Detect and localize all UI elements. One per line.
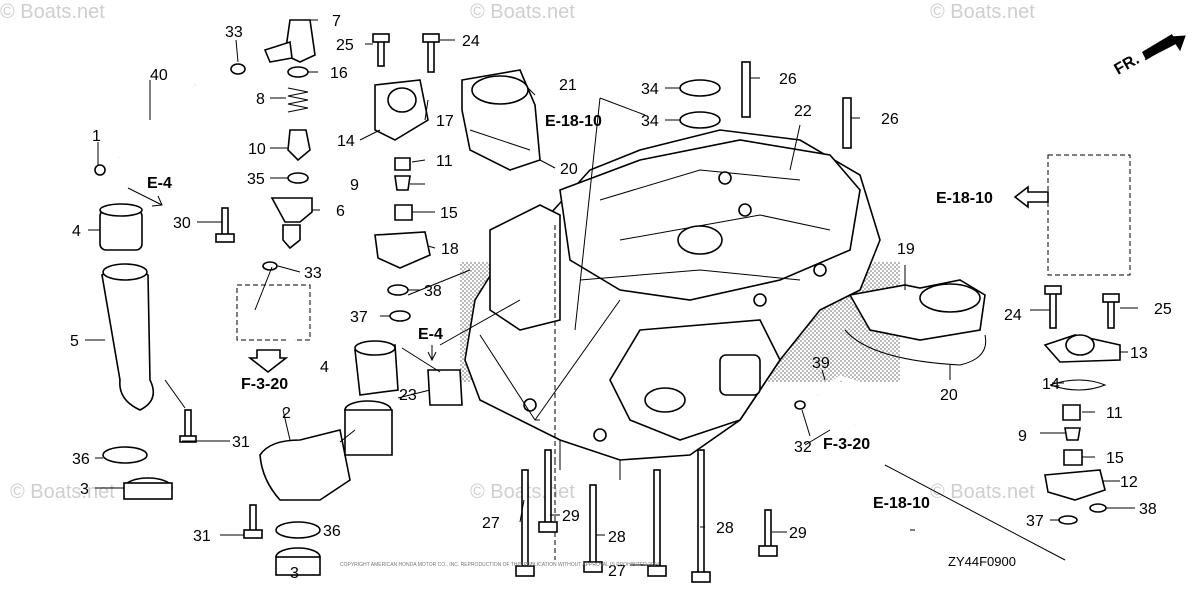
- callout-25: 25: [1154, 301, 1172, 318]
- thermostat-parts: [372, 33, 852, 322]
- callout-labels: 1 2 3 3 4 4 5 6 7 8 9 9 10 11 11 12 13 1…: [70, 13, 1172, 582]
- ref-f-3-20: F-3-20: [823, 436, 870, 453]
- callout-20: 20: [560, 161, 578, 178]
- callout-27: 27: [482, 515, 500, 532]
- callout-36: 36: [72, 451, 90, 468]
- ref-e-4: E-4: [418, 326, 443, 343]
- watermark-text: © Boats.net: [0, 1, 105, 23]
- watermark-text: © Boats.net: [930, 481, 1035, 503]
- callout-14: 14: [1042, 376, 1060, 393]
- callout-12: 12: [1120, 474, 1138, 491]
- callout-24: 24: [1004, 307, 1022, 324]
- callout-15: 15: [440, 205, 458, 222]
- callout-7: 7: [332, 13, 341, 30]
- callout-19: 19: [897, 241, 915, 258]
- callout-17: 17: [436, 113, 454, 130]
- callout-28: 28: [716, 520, 734, 537]
- callout-3: 3: [290, 565, 299, 582]
- callout-10: 10: [248, 141, 266, 158]
- callout-6: 6: [336, 203, 345, 220]
- callout-11: 11: [436, 153, 453, 170]
- leader-lines: [85, 19, 1138, 566]
- callout-37: 37: [350, 309, 368, 326]
- callout-33: 33: [304, 265, 322, 282]
- callout-39: 39: [812, 355, 830, 372]
- callout-33: 33: [225, 24, 243, 41]
- callout-21: 21: [559, 77, 577, 94]
- front-direction-label: FR.: [1112, 51, 1143, 79]
- arrow-left-icon: [1013, 185, 1049, 209]
- callout-16: 16: [330, 65, 348, 82]
- watermark-text: © Boats.net: [10, 481, 115, 503]
- callout-11: 11: [1106, 405, 1123, 422]
- callout-29: 29: [789, 525, 807, 542]
- arrows: [127, 34, 1186, 446]
- watermarks: © Boats.net © Boats.net © Boats.net © Bo…: [0, 1, 1035, 503]
- callout-1: 1: [92, 128, 101, 145]
- dash-box: [1047, 154, 1131, 276]
- callout-25: 25: [336, 37, 354, 54]
- callout-18: 18: [441, 241, 459, 258]
- ref-e-18-10: E-18-10: [873, 495, 930, 512]
- callout-2: 2: [282, 405, 291, 422]
- callout-22: 22: [794, 103, 812, 120]
- callout-5: 5: [70, 333, 79, 350]
- callout-23: 23: [399, 387, 417, 404]
- right-parts: [794, 167, 1121, 525]
- callout-26: 26: [881, 111, 899, 128]
- callout-34: 34: [641, 113, 659, 130]
- ref-e-18-10: E-18-10: [936, 190, 993, 207]
- callout-36: 36: [323, 523, 341, 540]
- callout-13: 13: [1130, 345, 1148, 362]
- left-parts: [94, 82, 235, 500]
- callout-15: 15: [1106, 450, 1124, 467]
- callout-30: 30: [173, 215, 191, 232]
- front-arrow-icon: [1142, 34, 1176, 60]
- callout-32: 32: [794, 439, 812, 456]
- callout-31: 31: [232, 434, 250, 451]
- ref-e-18-10: E-18-10: [545, 113, 602, 130]
- callout-27: 27: [608, 563, 626, 580]
- callout-26: 26: [779, 71, 797, 88]
- callout-35: 35: [247, 171, 265, 188]
- arrow-down-icon: [247, 349, 289, 374]
- callout-37: 37: [1026, 513, 1044, 530]
- ref-f-3-20: F-3-20: [241, 376, 288, 393]
- callout-38: 38: [1139, 501, 1157, 518]
- callout-14: 14: [337, 133, 355, 150]
- callout-20: 20: [940, 387, 958, 404]
- dash-box: [236, 284, 311, 341]
- callout-9: 9: [350, 177, 359, 194]
- callout-31: 31: [193, 528, 211, 545]
- callout-38: 38: [424, 283, 442, 300]
- ref-e-4: E-4: [147, 175, 172, 192]
- callout-4: 4: [72, 223, 81, 240]
- callout-29: 29: [562, 508, 580, 525]
- callout-40: 40: [150, 67, 168, 84]
- callout-34: 34: [641, 81, 659, 98]
- callout-24: 24: [462, 33, 480, 50]
- watermark-text: © Boats.net: [930, 1, 1035, 23]
- bolts: [515, 449, 778, 583]
- watermark-text: © Boats.net: [470, 1, 575, 23]
- valve-parts: [230, 19, 463, 576]
- callout-8: 8: [256, 91, 265, 108]
- copyright-note: COPYRIGHT AMERICAN HONDA MOTOR CO., INC.…: [340, 562, 660, 568]
- callout-4: 4: [320, 359, 329, 376]
- callout-3: 3: [80, 481, 89, 498]
- callout-28: 28: [608, 529, 626, 546]
- callout-9: 9: [1018, 428, 1027, 445]
- section-references: E-4 E-4 E-18-10 E-18-10 E-18-10 F-3-20 F…: [147, 113, 993, 512]
- oil-case-body: [464, 129, 881, 480]
- diagram-code: ZY44F0900: [948, 554, 1016, 569]
